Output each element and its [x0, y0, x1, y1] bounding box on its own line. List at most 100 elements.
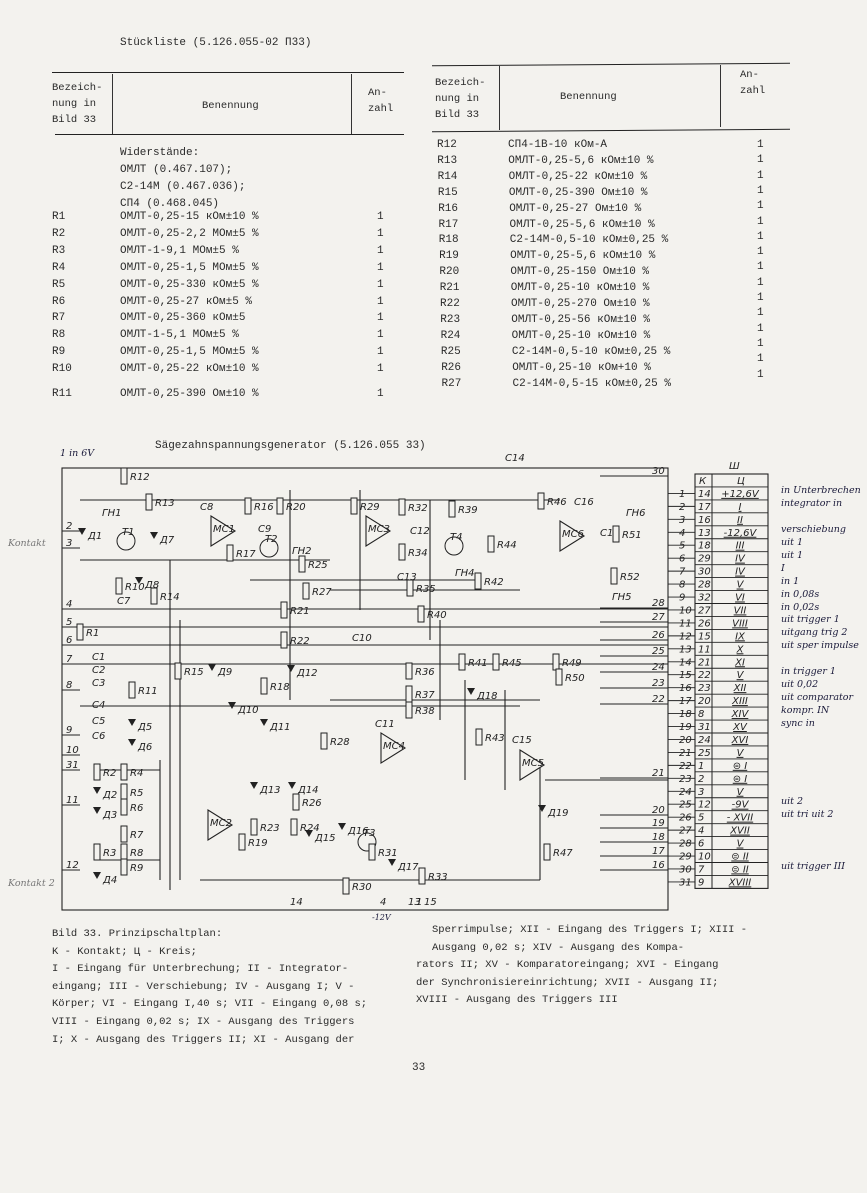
left-pin-label: 12 [66, 860, 79, 871]
component-label: C7 [117, 596, 131, 607]
contact-number: 15 [698, 631, 711, 642]
component-label: R34 [408, 548, 428, 559]
component-label: R33 [428, 872, 448, 883]
connector-pin-number: 20 [679, 735, 692, 746]
diode-symbol [208, 664, 216, 671]
connector-pin-number: 18 [679, 709, 692, 720]
header-line: zahl [740, 85, 766, 97]
row-ref: R22 [440, 298, 460, 310]
resistor-symbol [302, 582, 310, 600]
contact-number: 14 [698, 489, 711, 500]
row-name: ОМЛТ-0,25-22 кОм±10 % [508, 170, 648, 183]
row-qty: 1 [377, 295, 384, 308]
handwritten-note: integrator in [781, 497, 843, 509]
handwritten-note: Kontakt 2 [8, 878, 55, 889]
intro-line: С2-14М (0.467.036); [120, 181, 246, 193]
contact-number: 16 [698, 515, 711, 526]
connector-pin-number: 13 [679, 644, 692, 655]
component-r49: R49 [552, 653, 582, 671]
connector-pin-number: 12 [679, 631, 692, 642]
diode-symbol [287, 665, 295, 672]
component-label: C17 [600, 528, 620, 539]
resistor-symbol [238, 833, 246, 851]
intro-line: СП4 (0.468.045) [120, 198, 220, 210]
diode-symbol [305, 830, 313, 837]
row-name: ОМЛТ-1-5,1 МОм±5 % [120, 329, 239, 342]
header-line: Bezeich- [52, 82, 103, 94]
circuit-label: -9V [732, 800, 750, 811]
component-д7: Д7 [150, 532, 175, 546]
inner-pin-label: 16 [652, 860, 665, 871]
row-name: ОМЛТ-0,25-5,6 кОм±10 % [508, 154, 654, 167]
diode-symbol [228, 702, 236, 709]
component-label: Д12 [296, 668, 318, 679]
component-label: Д10 [237, 705, 259, 716]
component-r5: R5 [120, 783, 143, 801]
component-label: R2 [103, 768, 116, 779]
component-label: C14 [505, 453, 525, 464]
resistor-symbol [474, 572, 482, 590]
row-name: ОМЛТ-0,25-27 кОм±5 % [120, 295, 253, 308]
component-label: R6 [130, 803, 143, 814]
connector-pin-number: 22 [679, 761, 692, 772]
component-c10: C10 [352, 633, 372, 644]
contact-number: 2 [698, 774, 704, 785]
resistor-symbol [448, 500, 456, 518]
component-c17: C17 [600, 528, 620, 539]
inner-pin-label: 20 [652, 805, 665, 816]
contact-number: 11 [698, 644, 711, 655]
component-label: C3 [92, 678, 105, 689]
component-label: R26 [302, 798, 322, 809]
circuit-label: XIII [731, 696, 748, 707]
connector-header-c: Ц [737, 476, 745, 487]
inner-pin-label: 21 [652, 768, 665, 779]
component-label: T2 [265, 534, 277, 545]
row-name: ОМЛТ-0,25-150 Ом±10 % [510, 266, 650, 279]
circuit-label: XVI [731, 735, 749, 746]
bottom-pin-label: 14 [290, 897, 303, 908]
contact-number: 17 [698, 502, 711, 513]
contact-number: 10 [698, 852, 711, 863]
caption-line: Körper; VI - Eingang I,40 s; VII - Einga… [52, 998, 368, 1011]
component-label: R46 [547, 497, 567, 508]
opamp-symbol [380, 732, 407, 764]
inner-pin-label: 28 [652, 598, 665, 609]
handwritten-note: -12V [372, 913, 391, 922]
resistor-symbol [120, 825, 128, 843]
row-qty: 1 [377, 278, 384, 291]
component-t3: T3 [357, 828, 377, 852]
component-r46: R46 [537, 492, 567, 510]
component-r16: R16 [244, 497, 274, 515]
component-r30: R30 [342, 877, 372, 895]
caption-line: VIII - Eingang 0,02 s; IX - Ausgang des … [52, 1015, 355, 1028]
component-label: R29 [360, 502, 380, 513]
row-ref: R26 [441, 361, 461, 374]
component-label: R16 [254, 502, 274, 513]
row-qty: 1 [757, 169, 764, 182]
component-t1: T1 [116, 527, 136, 551]
resistor-symbol [93, 763, 101, 781]
resistor-symbol [320, 732, 328, 750]
resistor-symbol [405, 701, 413, 719]
left-pin-label: 11 [66, 795, 79, 806]
handwritten-note: uit trigger III [781, 860, 845, 872]
component-r36: R36 [405, 662, 435, 680]
table-rule [52, 72, 404, 73]
component-c1: C1 [92, 652, 105, 663]
handwritten-note: uit 2 [781, 795, 804, 807]
connector-pin-number: 19 [679, 722, 692, 733]
component-t2: T2 [259, 534, 279, 558]
resistor-symbol [543, 843, 551, 861]
inner-pin-label: 17 [652, 846, 665, 857]
component-r9: R9 [120, 858, 143, 876]
row-name: ОМЛТ-0,25-15 кОм±10 % [120, 211, 259, 223]
